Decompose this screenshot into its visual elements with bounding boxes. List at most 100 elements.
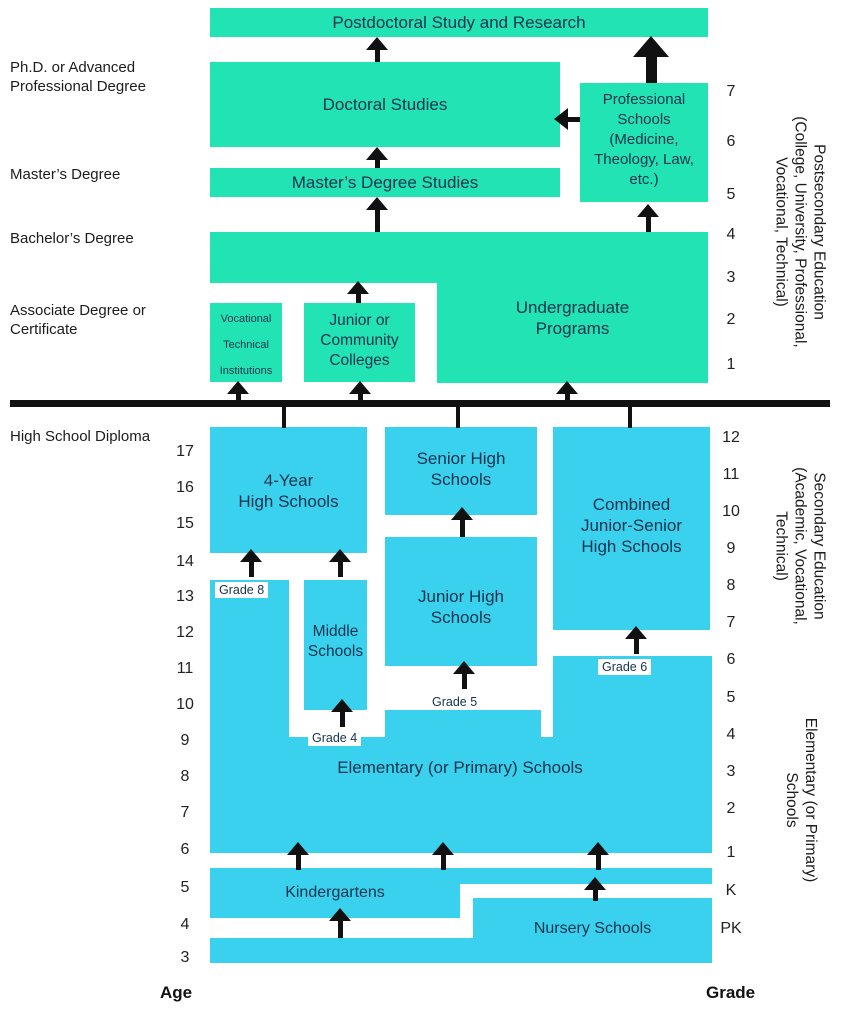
grade-tick: K — [725, 882, 737, 899]
professional-schools-label: Professional Schools (Medicine, Theology… — [594, 91, 694, 188]
age-tick: 15 — [176, 515, 194, 532]
grade-tick: 8 — [726, 577, 736, 594]
masters-degree-label: Master’s Degree — [10, 166, 121, 183]
arrow-doctoral-to-postdoc — [366, 37, 388, 62]
combined-hs-label: Combined Junior-Senior High Schools — [580, 495, 683, 556]
grade-tick: 2 — [726, 800, 736, 817]
arrow-line-to-vocational — [227, 381, 249, 405]
age-tick: 7 — [180, 804, 190, 821]
grade-tick: 3 — [726, 763, 736, 780]
middle-schools-label: Middle Schools — [307, 623, 364, 660]
arrow-grade8-to-fouryear — [240, 549, 262, 577]
age-tick: 10 — [176, 696, 194, 713]
age-tick: 17 — [176, 443, 194, 460]
year-tick: 1 — [726, 356, 736, 373]
senior-hs-label: Senior High Schools — [416, 449, 506, 489]
elementary-label: Elementary (or Primary) Schools — [337, 758, 583, 777]
age-tick: 16 — [176, 479, 194, 496]
year-tick: 5 — [726, 186, 736, 203]
arrow-line-to-undergraduate — [556, 381, 578, 405]
grade-tick: 11 — [722, 466, 740, 483]
grade-tick: 7 — [726, 614, 736, 631]
combined-hs-box — [553, 427, 710, 630]
age-tick: 8 — [180, 768, 190, 785]
vocational-label: Vocational Technical Institutions — [219, 313, 273, 377]
connector-line — [456, 407, 460, 428]
postsecondary-side-label: Postsecondary Education (College, Univer… — [772, 116, 828, 348]
masters-label: Master’s Degree Studies — [291, 173, 479, 192]
grade-tick: 9 — [726, 540, 736, 557]
arrow-professional-to-postdoc — [633, 36, 669, 83]
connector-line — [282, 407, 286, 428]
associate-degree-label: Associate Degree or Certificate — [10, 302, 146, 338]
grade-5-chip: Grade 5 — [428, 694, 482, 710]
junior-community-college-box — [304, 303, 415, 382]
arrow-bachelor-to-professional — [637, 204, 659, 232]
grade-tick: 5 — [726, 689, 736, 706]
year-tick: 3 — [726, 269, 736, 286]
doctoral-label: Doctoral Studies — [322, 95, 448, 114]
age-tick: 5 — [180, 879, 190, 896]
hs-diploma-label: High School Diploma — [10, 428, 151, 445]
grade-8-chip: Grade 8 — [215, 582, 269, 598]
grade-tick: 10 — [722, 503, 740, 520]
masters-box — [210, 168, 560, 197]
undergraduate-box — [437, 232, 708, 383]
grade-tick: 1 — [726, 844, 736, 861]
middle-schools-box — [304, 580, 367, 710]
elementary-main-box — [210, 737, 712, 853]
postdoctoral-box — [210, 8, 708, 37]
arrow-line-to-juniorcc — [349, 381, 371, 405]
four-year-hs-label: 4-Year High Schools — [238, 471, 339, 511]
arrow-k-to-elementary — [287, 842, 309, 870]
kindergartens-label: Kindergartens — [285, 884, 385, 901]
postdoctoral-label: Postdoctoral Study and Research — [332, 13, 586, 32]
age-axis-title: Age — [160, 983, 193, 1002]
arrow-grade4-to-middle — [331, 699, 353, 727]
arrow-masters-to-doctoral — [366, 147, 388, 168]
junior-community-college-label: Junior or Community Colleges — [320, 312, 399, 369]
arrow-k-to-elementary — [432, 842, 454, 870]
elementary-side-label: Elementary (or Primary) Schools — [783, 717, 819, 883]
arrow-juniorcc-to-bachelor — [347, 281, 369, 303]
undergraduate-label: Undergraduate Programs — [515, 298, 630, 338]
secondary-side-label: Secondary Education (Academic, Vocationa… — [772, 467, 828, 625]
arrow-bachelor-to-masters — [366, 197, 388, 232]
grade-tick: 6 — [726, 651, 736, 668]
doctoral-box — [210, 62, 560, 147]
vocational-box — [210, 303, 282, 382]
age-tick: 4 — [180, 916, 190, 933]
arrow-nursery-to-kindergarten — [329, 908, 351, 938]
arrow-professional-to-doctoral — [554, 107, 580, 131]
arrow-k-to-elementary — [587, 842, 609, 870]
nursery-label: Nursery Schools — [533, 920, 652, 937]
age-tick: 12 — [176, 624, 194, 641]
arrow-middle-to-fouryear — [329, 549, 351, 577]
grade-6-chip: Grade 6 — [598, 659, 652, 675]
year-tick: 7 — [726, 83, 736, 100]
bachelors-degree-label: Bachelor’s Degree — [10, 230, 134, 247]
age-tick: 13 — [176, 588, 194, 605]
arrow-nursery-to-k — [584, 877, 606, 901]
age-tick: 14 — [176, 553, 194, 570]
nursery-bottom-strip — [210, 938, 712, 963]
connector-line — [628, 407, 632, 428]
age-tick: 11 — [176, 660, 194, 677]
year-tick: 4 — [726, 226, 736, 243]
grade-tick: 4 — [726, 726, 736, 743]
grade-4-chip: Grade 4 — [308, 730, 362, 746]
phd-degree-label: Ph.D. or Advanced Professional Degree — [10, 59, 146, 95]
diploma-divider-line — [10, 400, 830, 407]
age-tick: 3 — [180, 949, 190, 966]
arrow-junior-to-senior — [451, 507, 473, 537]
arrow-grade5-to-junior — [453, 661, 475, 689]
age-tick: 6 — [180, 841, 190, 858]
professional-schools-box — [580, 83, 708, 202]
age-tick: 9 — [180, 732, 190, 749]
year-tick: 6 — [726, 133, 736, 150]
senior-hs-box — [385, 427, 537, 515]
grade-axis-title: Grade — [706, 983, 756, 1002]
junior-hs-label: Junior High Schools — [418, 587, 504, 627]
arrow-grade6-to-combined — [625, 626, 647, 654]
